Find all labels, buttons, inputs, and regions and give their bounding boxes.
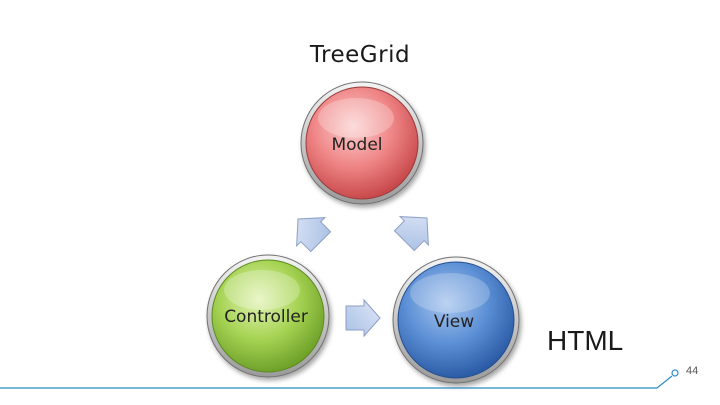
view-node — [392, 256, 520, 384]
arrow-controller-to-model — [296, 217, 332, 253]
model-label: Model — [331, 135, 382, 155]
controller-node — [206, 254, 330, 378]
controller-label: Controller — [224, 307, 308, 327]
html-label: HTML — [547, 325, 624, 356]
view-label: View — [434, 312, 474, 332]
arrow-view-to-model — [393, 216, 429, 252]
model-node — [300, 81, 424, 205]
slide-title: TreeGrid — [309, 42, 411, 68]
arrow-controller-to-view — [345, 298, 381, 338]
footer-line — [0, 369, 679, 389]
page-number: 44 — [686, 365, 699, 377]
